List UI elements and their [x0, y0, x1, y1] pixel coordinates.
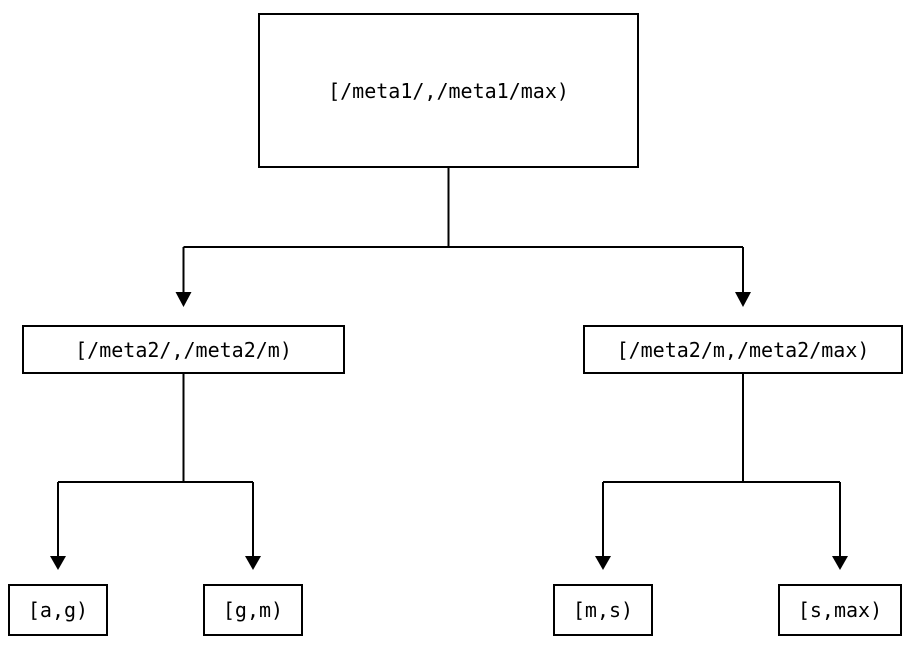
- tree-node-left-child: [/meta2/,/meta2/m): [22, 325, 345, 374]
- tree-node-left-child-label: [/meta2/,/meta2/m): [75, 337, 292, 362]
- tree-node-right-child: [/meta2/m,/meta2/max): [583, 325, 903, 374]
- arrowhead-down-icon: [832, 556, 848, 570]
- arrowhead-down-icon: [245, 556, 261, 570]
- edge-leftchild-to-leaves: [57, 374, 254, 557]
- tree-node-leaf-4: [s,max): [778, 584, 902, 636]
- tree-node-leaf-4-label: [s,max): [797, 598, 883, 622]
- edge-root-to-children: [182, 168, 744, 293]
- edge-rightchild-arrowheads: [595, 556, 848, 570]
- arrowhead-down-icon: [175, 292, 192, 307]
- tree-node-leaf-3: [m,s): [553, 584, 653, 636]
- tree-node-root-label: [/meta1/,/meta1/max): [328, 78, 569, 103]
- tree-node-leaf-2: [g,m): [203, 584, 303, 636]
- arrowhead-down-icon: [50, 556, 66, 570]
- edge-rightchild-to-leaves: [602, 374, 841, 557]
- tree-node-root: [/meta1/,/meta1/max): [258, 13, 639, 168]
- edge-leftchild-arrowheads: [50, 556, 261, 570]
- tree-node-leaf-3-label: [m,s): [572, 598, 634, 622]
- edge-root-arrowheads: [175, 292, 751, 307]
- tree-node-right-child-label: [/meta2/m,/meta2/max): [616, 337, 870, 362]
- arrowhead-down-icon: [735, 292, 751, 307]
- tree-node-leaf-1-label: [a,g): [27, 598, 89, 622]
- tree-node-leaf-1: [a,g): [8, 584, 108, 636]
- arrowhead-down-icon: [595, 556, 611, 570]
- tree-node-leaf-2-label: [g,m): [222, 598, 284, 622]
